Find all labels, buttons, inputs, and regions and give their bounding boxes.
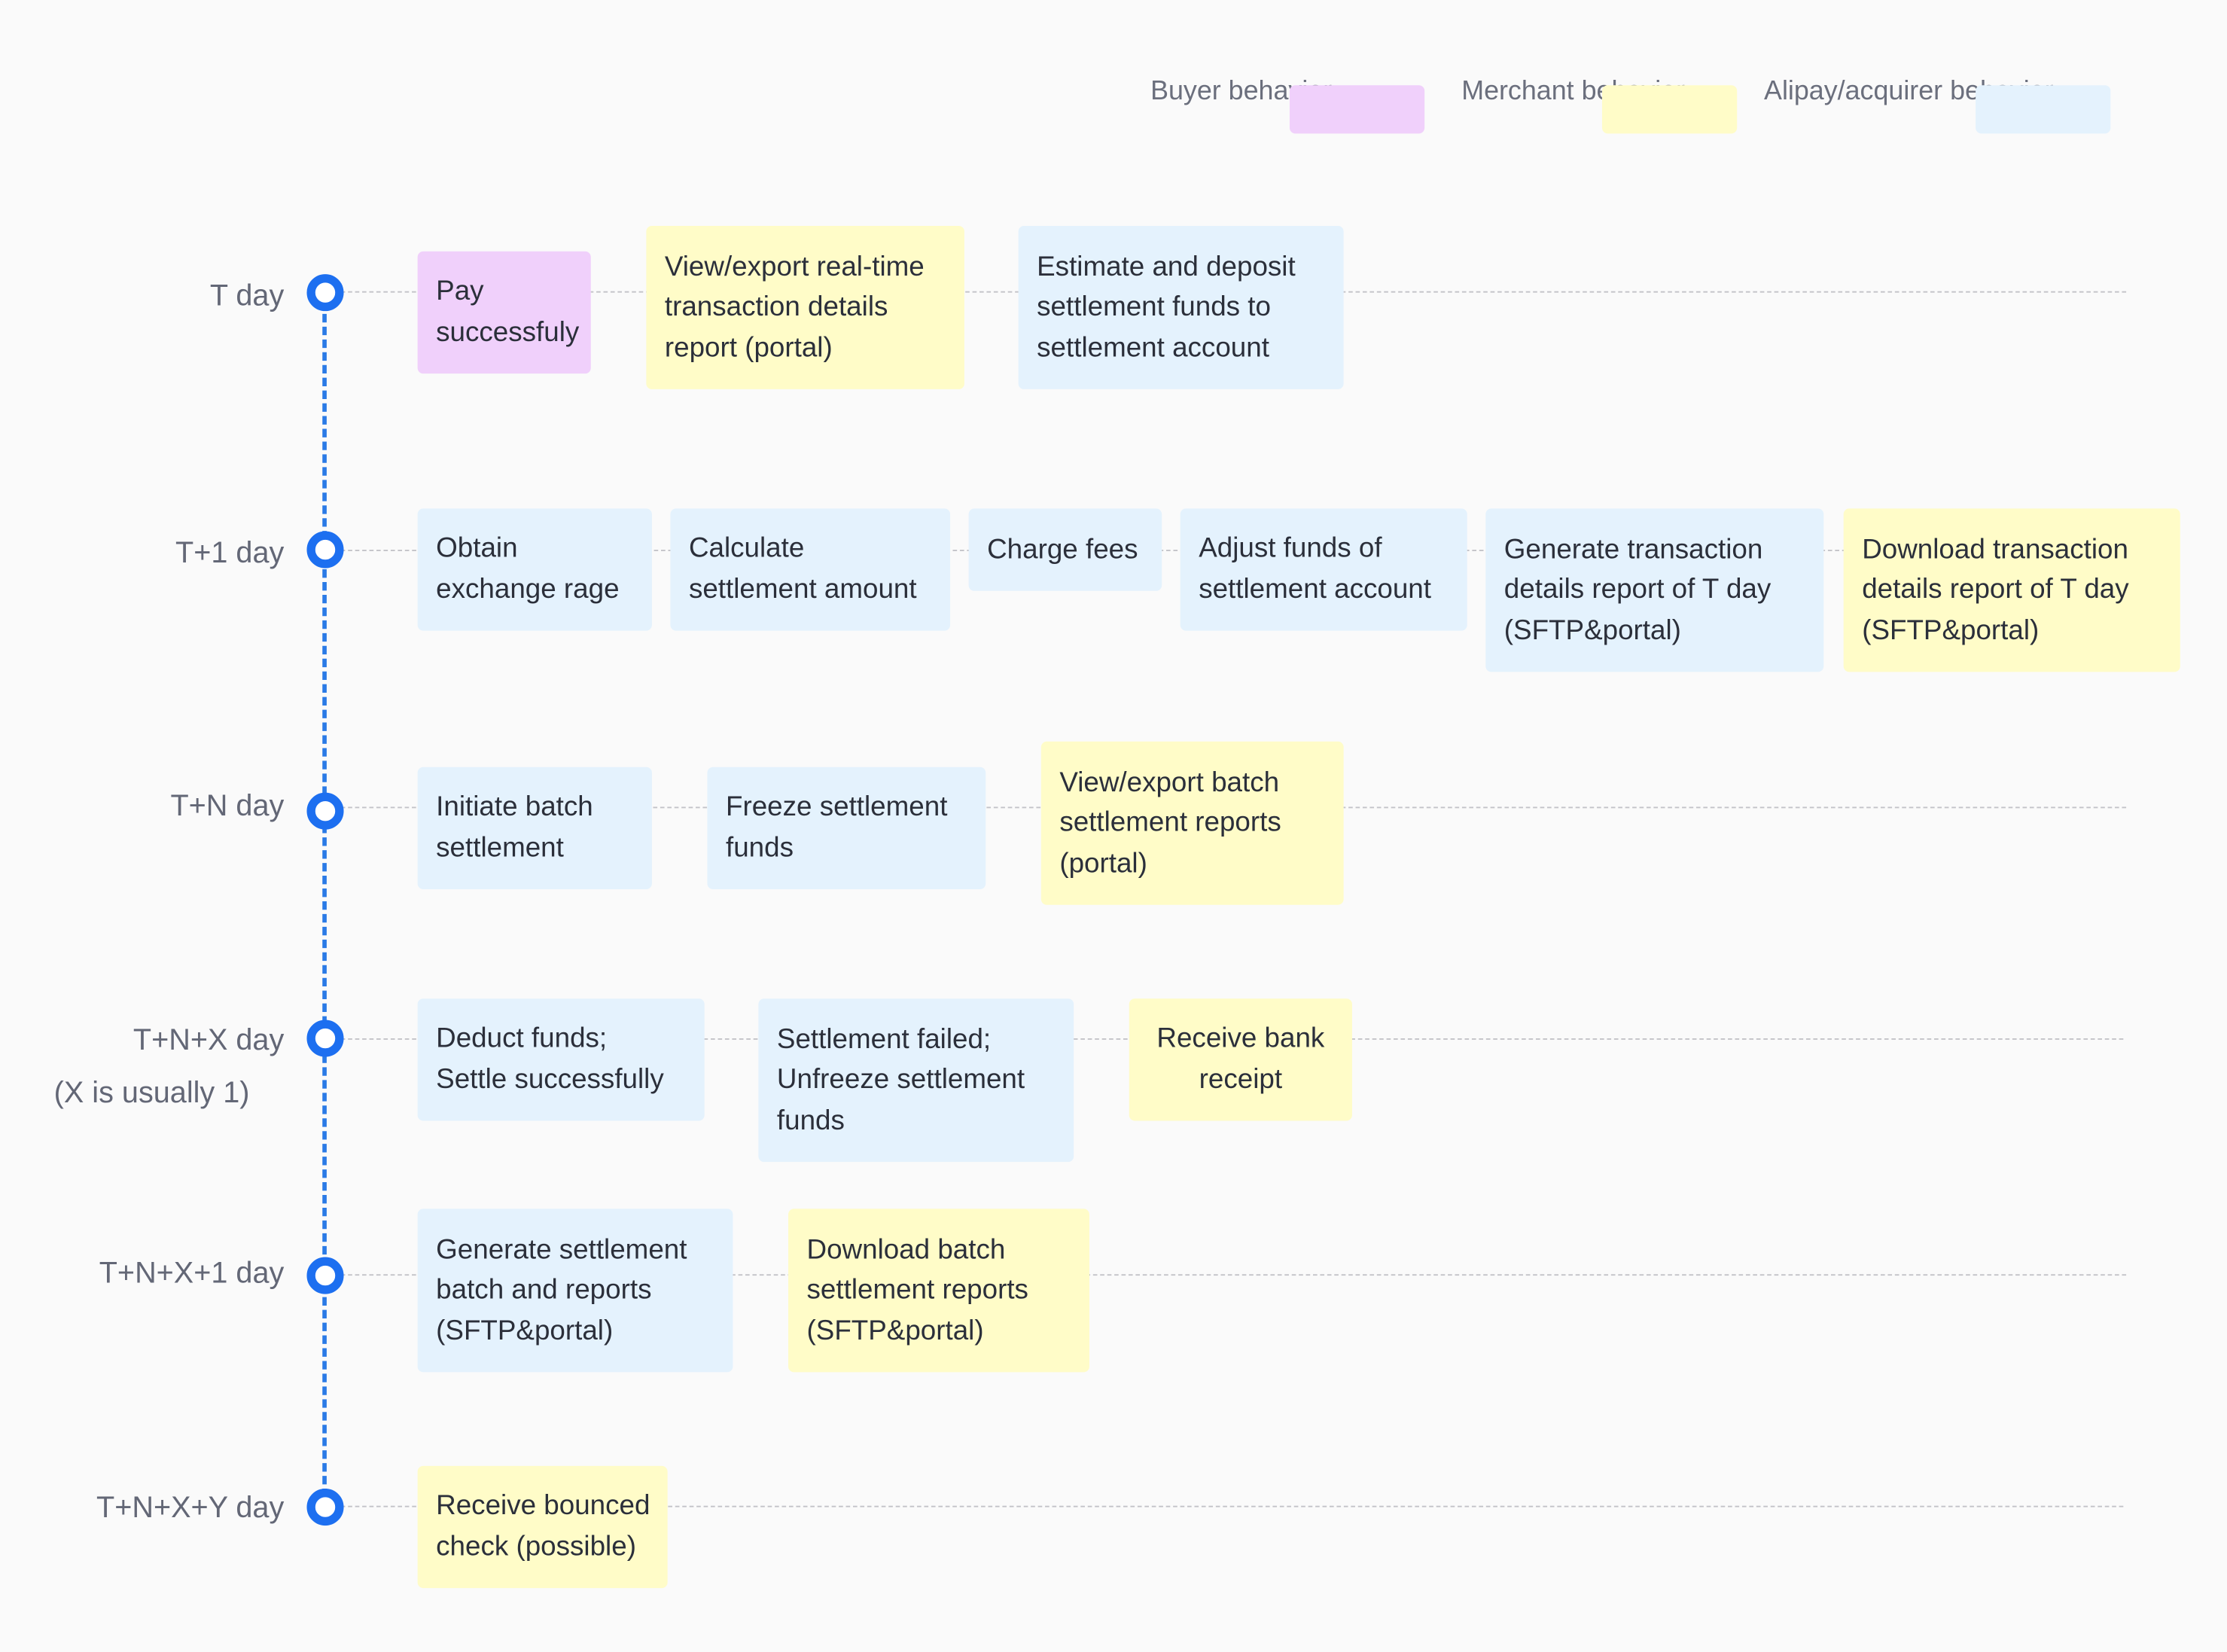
step-view-export-realtime-report: View/export real-time transaction detail…: [646, 225, 964, 389]
step-obtain-exchange-rate: Obtain exchange rage: [417, 508, 652, 631]
timeline-node-tnxy-day: [306, 1489, 344, 1526]
legend-swatch-alipay: [1976, 85, 2111, 134]
step-charge-fees: Charge fees: [968, 508, 1162, 591]
timeline-node-tn-day: [306, 792, 344, 830]
step-generate-transaction-report: Generate transaction details report of T…: [1485, 508, 1824, 672]
step-generate-settlement-batch: Generate settlement batch and reports (S…: [417, 1209, 733, 1373]
day-label-tnxy-day: T+N+X+Y day: [96, 1491, 285, 1525]
day-label-t-day: T day: [209, 279, 285, 313]
day-label-tnx1-day: T+N+X+1 day: [99, 1257, 285, 1290]
step-download-transaction-report: Download transaction details report of T…: [1843, 508, 2180, 672]
step-receive-bank-receipt: Receive bank receipt: [1129, 998, 1352, 1121]
step-receive-bounced-check: Receive bounced check (possible): [417, 1465, 668, 1589]
row-connector-tnx1-day: [340, 1274, 2127, 1276]
step-freeze-settlement-funds: Freeze settlement funds: [707, 767, 986, 889]
step-estimate-deposit-funds: Estimate and deposit settlement funds to…: [1018, 225, 1344, 389]
step-initiate-batch-settlement: Initiate batch settlement: [417, 767, 652, 889]
row-connector-tnxy-day: [340, 1505, 2124, 1507]
timeline-node-t1-day: [306, 531, 344, 568]
timeline-axis: [322, 300, 327, 1498]
legend-swatch-buyer: [1289, 85, 1425, 134]
day-label-tn-day: T+N day: [170, 789, 285, 823]
step-calculate-settlement-amount: Calculate settlement amount: [670, 508, 951, 631]
step-adjust-funds: Adjust funds of settlement account: [1180, 508, 1467, 631]
step-deduct-funds: Deduct funds; Settle successfully: [417, 998, 705, 1121]
timeline-node-t-day: [306, 274, 344, 312]
step-view-export-batch-reports: View/export batch settlement reports (po…: [1040, 741, 1344, 905]
day-label-tnx-day: T+N+X day: [133, 1024, 285, 1057]
day-note-tnx-day: (X is usually 1): [53, 1076, 250, 1110]
timeline-node-tnx-day: [306, 1020, 344, 1057]
legend-swatch-merchant: [1601, 85, 1738, 134]
step-download-batch-reports: Download batch settlement reports (SFTP&…: [788, 1209, 1089, 1373]
timeline-node-tnx1-day: [306, 1257, 344, 1294]
day-label-t1-day: T+1 day: [175, 537, 285, 570]
step-settlement-failed: Settlement failed; Unfreeze settlement f…: [758, 998, 1074, 1163]
step-pay-successfully: Pay successfuly: [417, 251, 591, 374]
